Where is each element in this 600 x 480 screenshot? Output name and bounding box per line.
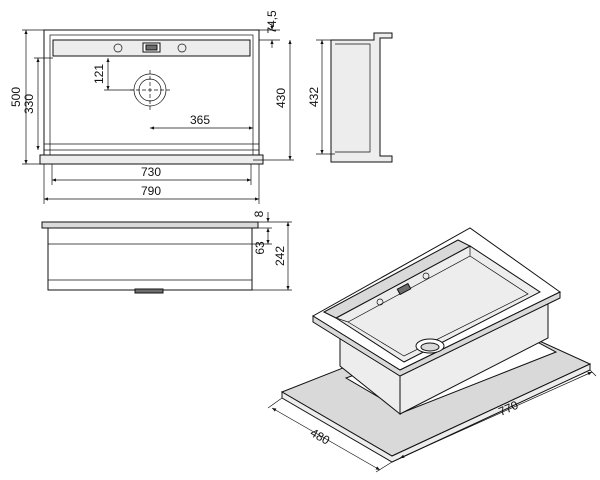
tap-hole-left-icon [113,43,123,53]
dim-label-432: 432 [307,87,321,107]
dim-label-500: 500 [9,87,23,107]
front-bowl [47,227,253,291]
front-view: 8 63 242 [41,210,292,294]
dim-label-365: 365 [190,113,210,127]
dim-label-790: 790 [141,184,161,198]
front-rim [41,221,259,229]
dim-label-480: 480 [308,425,333,447]
tap-hole-right-icon [177,43,187,53]
front-drain-icon [134,288,164,294]
dim-label-242: 242 [273,246,287,266]
side-view: 432 [307,32,393,163]
dim-label-430: 430 [274,88,288,108]
control-panel-inner [145,44,158,51]
iso-view: 480 770 [267,227,597,473]
dim-label-330: 330 [22,94,36,114]
dim-label-74-5: 74,5 [265,10,279,34]
iso-control-strip [322,239,472,319]
iso-control-panel-icon [396,282,412,296]
dim-label-63: 63 [253,241,267,255]
bottom-rim-band [39,154,264,165]
iso-tap-hole-2-icon [422,272,430,280]
iso-tap-hole-1-icon [376,298,384,306]
dim-line-480 [271,407,381,471]
dim-label-121: 121 [92,64,106,84]
dim-line-770 [399,371,593,459]
dim-label-8: 8 [252,210,266,217]
top-view: 500 330 121 365 74,5 430 730 790 [9,10,294,204]
dim-label-730: 730 [141,165,161,179]
side-profile [330,32,393,163]
